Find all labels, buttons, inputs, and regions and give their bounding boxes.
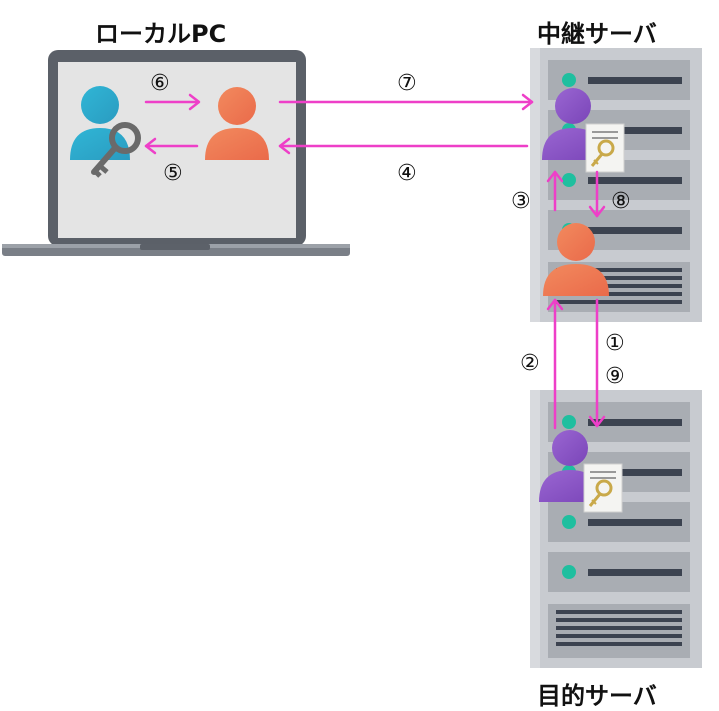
arrow-step-6: [144, 93, 201, 111]
local-pc-title: ローカルPC: [95, 20, 227, 48]
step-label-2: ②: [520, 351, 540, 376]
step-label-8: ⑧: [611, 189, 631, 214]
arrow-step-3: [546, 170, 564, 212]
target-server-title: 目的サーバ: [537, 682, 657, 710]
step-label-9: ⑨: [605, 364, 625, 389]
step-label-5: ⑤: [163, 161, 183, 186]
arrow-step-8: [588, 170, 606, 218]
step-label-4: ④: [397, 161, 417, 186]
relay-server-title: 中継サーバ: [537, 20, 657, 48]
step-label-3: ③: [511, 189, 531, 214]
arrow-step-1-9: [588, 298, 606, 428]
relay-certificate-icon: [585, 123, 625, 173]
arrow-step-5: [144, 137, 199, 155]
step-label-6: ⑥: [150, 71, 170, 96]
local-agent-user-icon: [205, 87, 269, 160]
target-certificate-icon: [583, 463, 623, 513]
relay-orange-user-icon: [543, 223, 609, 296]
private-key-icon: [91, 122, 141, 178]
status-led-icon: [562, 73, 576, 87]
arrow-step-4: [278, 137, 529, 155]
step-label-7: ⑦: [397, 71, 417, 96]
arrow-step-2: [546, 298, 564, 430]
target-server-icon: [530, 390, 702, 668]
arrow-step-7: [278, 93, 534, 111]
step-label-1: ①: [605, 331, 625, 356]
laptop-icon: [2, 50, 350, 256]
